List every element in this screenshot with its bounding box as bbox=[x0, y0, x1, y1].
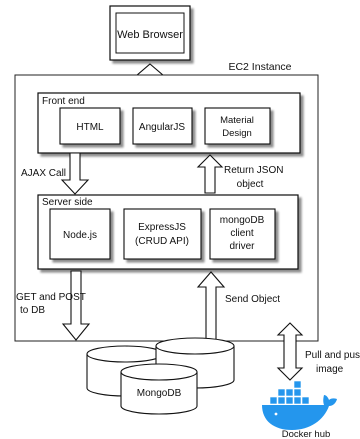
docker-pull-push-arrow bbox=[276, 322, 304, 381]
material-design-node: Material Design bbox=[204, 107, 271, 145]
html-label: HTML bbox=[76, 122, 104, 133]
material-label: Material bbox=[220, 115, 254, 126]
mongo-driver-line3: driver bbox=[229, 241, 255, 252]
mongo-driver-line1: mongoDB bbox=[220, 215, 265, 226]
pull-push-label-line2: image bbox=[316, 364, 344, 375]
get-post-arrow bbox=[61, 270, 91, 341]
pull-push-label-line1: Pull and pus bbox=[305, 350, 360, 361]
get-post-label-line2: to DB bbox=[20, 305, 45, 316]
web-browser-label: Web Browser bbox=[117, 29, 183, 41]
mongodb-driver-node: mongoDB client driver bbox=[209, 208, 276, 260]
ajax-call-label: AJAX Call bbox=[21, 168, 66, 179]
angularjs-node: AngularJS bbox=[132, 107, 193, 145]
docker-whale-icon bbox=[262, 380, 337, 430]
return-json-label-line2: object bbox=[237, 179, 264, 190]
design-label: Design bbox=[222, 128, 252, 139]
nodejs-node: Node.js bbox=[49, 208, 111, 260]
frontend-group: Front end HTML AngularJS Material Design bbox=[37, 92, 301, 154]
web-browser-node: Web Browser bbox=[109, 5, 191, 61]
frontend-title: Front end bbox=[42, 96, 85, 107]
ajax-call-arrow bbox=[60, 152, 90, 195]
ec2-instance-label: EC2 Instance bbox=[228, 61, 291, 73]
expressjs-label-line2: (CRUD API) bbox=[135, 236, 189, 247]
expressjs-label-line1: ExpressJS bbox=[138, 222, 186, 233]
server-side-group: Server side Node.js ExpressJS (CRUD API)… bbox=[37, 194, 299, 270]
mongo-driver-line2: client bbox=[230, 228, 254, 239]
mongodb-database: MongoDB bbox=[86, 337, 235, 415]
nodejs-label: Node.js bbox=[63, 230, 97, 241]
get-post-label-line1: GET and POST bbox=[16, 292, 86, 303]
send-object-label: Send Object bbox=[225, 294, 280, 305]
return-json-arrow bbox=[196, 154, 224, 194]
html-node: HTML bbox=[59, 107, 121, 145]
docker-hub-label: Docker hub bbox=[282, 429, 331, 439]
server-side-title: Server side bbox=[42, 197, 93, 208]
return-json-label-line1: Return JSON bbox=[224, 165, 283, 176]
angularjs-label: AngularJS bbox=[139, 122, 185, 133]
mongodb-label: MongoDB bbox=[137, 388, 182, 399]
expressjs-node: ExpressJS (CRUD API) bbox=[123, 208, 202, 260]
